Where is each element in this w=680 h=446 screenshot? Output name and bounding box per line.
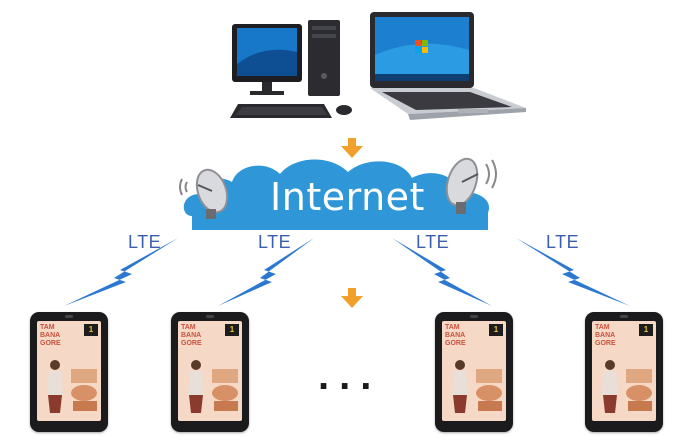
lte-label: LTE: [546, 232, 580, 252]
lte-label: LTE: [128, 232, 162, 252]
screen-line: BANA: [445, 332, 466, 339]
lightning-bolt-icon: [512, 236, 632, 306]
screen-badge: 1: [84, 324, 98, 336]
laptop-icon: [360, 10, 530, 126]
screen-line: GORE: [595, 340, 616, 347]
lte-label: LTE: [258, 232, 292, 252]
screen-badge: 1: [489, 324, 503, 336]
screen-line: TAM: [445, 324, 460, 331]
screen-line: TAM: [40, 324, 55, 331]
phone-screen: TAM BANA GORE 1: [592, 321, 656, 421]
ellipsis: ...: [318, 354, 382, 398]
lightning-bolt-icon: [388, 236, 508, 306]
lightning-bolt-icon: [214, 236, 334, 306]
internet-cloud: [180, 150, 505, 230]
smartphone-icon: TAM BANA GORE 1: [171, 312, 249, 432]
screen-line: GORE: [40, 340, 61, 347]
internet-label: Internet: [270, 175, 425, 219]
screen-line: TAM: [595, 324, 610, 331]
screen-line: BANA: [40, 332, 61, 339]
phone-screen: TAM BANA GORE 1: [442, 321, 506, 421]
satellite-dish-icon: [436, 150, 504, 216]
phone-screen: TAM BANA GORE 1: [178, 321, 242, 421]
desktop-computer-icon: [228, 14, 360, 122]
screen-line: BANA: [181, 332, 202, 339]
smartphone-icon: TAM BANA GORE 1: [30, 312, 108, 432]
satellite-dish-icon: [176, 165, 238, 221]
phone-screen: TAM BANA GORE 1: [37, 321, 101, 421]
lte-label: LTE: [416, 232, 450, 252]
screen-line: BANA: [595, 332, 616, 339]
screen-line: GORE: [181, 340, 202, 347]
screen-badge: 1: [225, 324, 239, 336]
arrow-down-icon: [341, 138, 363, 158]
screen-line: GORE: [445, 340, 466, 347]
smartphone-icon: TAM BANA GORE 1: [435, 312, 513, 432]
screen-line: TAM: [181, 324, 196, 331]
screen-badge: 1: [639, 324, 653, 336]
arrow-down-icon: [341, 288, 363, 308]
smartphone-icon: TAM BANA GORE 1: [585, 312, 663, 432]
lightning-bolt-icon: [62, 236, 182, 306]
